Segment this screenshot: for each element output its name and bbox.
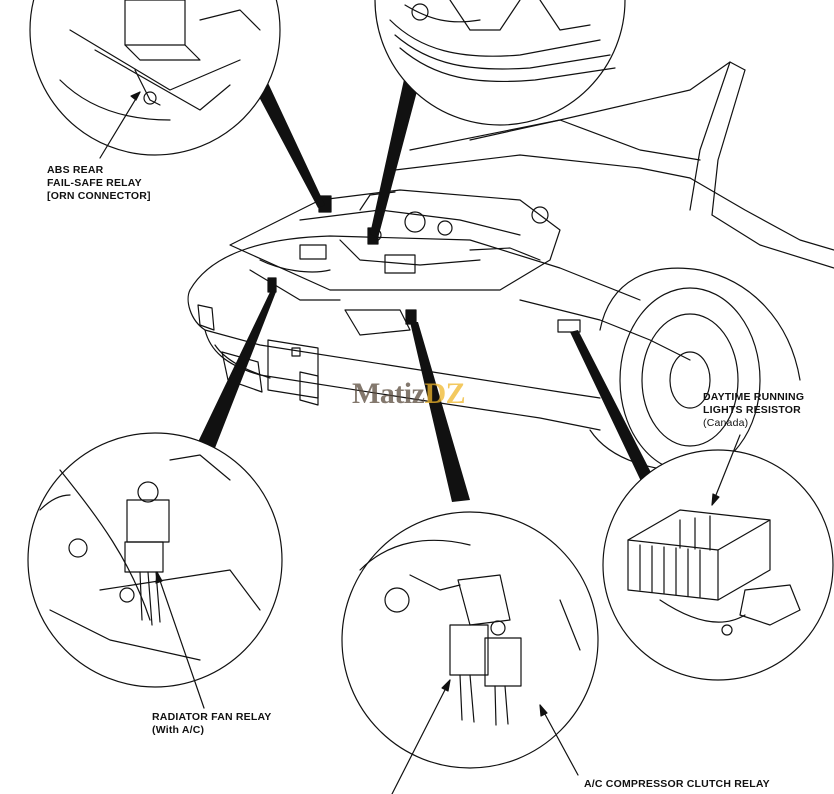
inset-abs-relay [29, 0, 281, 156]
drl-label-line-3: (Canada) [703, 417, 749, 429]
inset-ac-relays [341, 511, 599, 769]
ac-arrowhead-right [539, 704, 548, 717]
radiator-leader [156, 571, 205, 709]
drl-label-line-2: LIGHTS RESISTOR [703, 404, 801, 416]
watermark-logo: MatizDZ [352, 377, 466, 411]
abs-label-line-1: ABS REAR [47, 164, 104, 176]
watermark-part-2: DZ [424, 377, 466, 410]
watermark-part-1: Matiz [352, 377, 425, 410]
drl-label-line-1: DAYTIME RUNNING [703, 391, 805, 403]
radiator-arrowhead [155, 571, 163, 584]
daytime-running-lights-resistor-label: DAYTIME RUNNING LIGHTS RESISTOR (Canada) [703, 391, 804, 430]
drl-arrowhead [711, 493, 720, 506]
abs-label-line-3: [ORN CONNECTOR] [47, 190, 151, 202]
abs-label-line-2: FAIL-SAFE RELAY [47, 177, 142, 189]
inset-wiring [374, 0, 626, 126]
ac-compressor-clutch-relay-label: A/C COMPRESSOR CLUTCH RELAY [584, 778, 770, 791]
radiator-fan-relay-label: RADIATOR FAN RELAY (With A/C) [152, 711, 272, 737]
ac-leader-left [391, 679, 451, 794]
radiator-label-line-1: RADIATOR FAN RELAY [152, 711, 272, 723]
abs-leader [99, 91, 141, 159]
drl-leader [711, 434, 741, 506]
inset-radiator-fan-relay [27, 432, 283, 688]
callout-pointers [198, 70, 660, 502]
ac-arrowhead-left [441, 679, 451, 692]
abs-rear-fail-safe-relay-label: ABS REAR FAIL-SAFE RELAY [ORN CONNECTOR] [47, 164, 151, 203]
leader-lines [99, 91, 741, 794]
abs-arrowhead [130, 91, 141, 101]
radiator-label-line-2: (With A/C) [152, 724, 205, 736]
ac-label: A/C COMPRESSOR CLUTCH RELAY [584, 778, 770, 790]
inset-drl-resistor [602, 449, 834, 681]
ac-leader-right [539, 704, 579, 776]
